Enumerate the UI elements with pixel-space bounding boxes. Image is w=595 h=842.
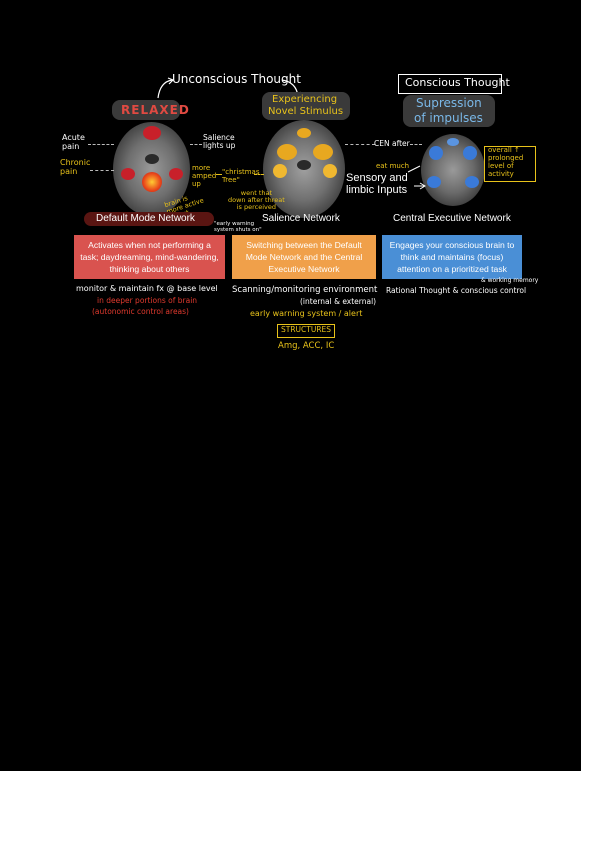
relaxed-label: RELAXED bbox=[121, 103, 190, 117]
conscious-thought-box bbox=[398, 74, 502, 94]
novel-stimulus-line1: Experiencing bbox=[272, 94, 338, 105]
sensory-arrows bbox=[407, 165, 426, 190]
sn-note-1: Scanning/monitoring environment bbox=[232, 285, 378, 295]
cen-label: Central Executive Network bbox=[393, 213, 511, 224]
salience-description-box: Switching between the Default Mode Netwo… bbox=[232, 235, 376, 279]
novel-stimulus-line2: Novel Stimulus bbox=[268, 106, 344, 117]
suppression-line1: Supression bbox=[416, 96, 482, 110]
sn-structures-label: STRUCTURES bbox=[281, 325, 332, 334]
novel-stimulus-highlight bbox=[262, 92, 350, 120]
cen-working-memory-note: & working memory bbox=[481, 277, 539, 284]
dmn-brain-scan bbox=[113, 122, 190, 216]
cen-after-label: CEN after bbox=[374, 139, 410, 148]
dmn-label-highlight bbox=[84, 212, 214, 226]
conscious-thought-title: Conscious Thought bbox=[405, 76, 510, 89]
cen-note-1: Rational Thought & conscious control bbox=[386, 286, 527, 295]
christmas-line-right bbox=[254, 174, 264, 175]
salience-label: Salience Network bbox=[262, 213, 340, 224]
cen-brain-scan bbox=[421, 134, 485, 206]
acute-pain-line bbox=[88, 144, 114, 145]
cen-description-box: Engages your conscious brain to think an… bbox=[382, 235, 522, 279]
salience-line-left bbox=[190, 144, 202, 145]
diagram-canvas: Unconscious Thought Conscious Thought RE… bbox=[0, 0, 581, 771]
dmn-note-3: (autonomic control areas) bbox=[92, 307, 189, 316]
dmn-note-2: in deeper portions of brain bbox=[97, 296, 198, 305]
salience-line-right bbox=[345, 144, 375, 145]
suppression-line2: of impulses bbox=[414, 111, 483, 125]
sn-structures-list: Amg, ACC, IC bbox=[278, 341, 335, 351]
chronic-pain-line bbox=[90, 170, 114, 171]
dmn-label: Default Mode Network bbox=[96, 213, 195, 224]
dmn-note-1: monitor & maintain fx @ base level bbox=[76, 284, 218, 293]
suppression-highlight bbox=[403, 95, 495, 127]
salience-brain-scan bbox=[263, 120, 345, 218]
overall-activity-box bbox=[484, 146, 536, 182]
eat-much-label: eat much bbox=[376, 162, 410, 170]
sn-structures-box bbox=[277, 324, 335, 338]
sn-note-2: (internal & external) bbox=[300, 297, 377, 306]
christmas-line-left bbox=[216, 174, 222, 175]
sn-note-3: early warning system / alert bbox=[250, 309, 363, 318]
relaxed-highlight bbox=[112, 100, 180, 120]
unconscious-thought-title: Unconscious Thought bbox=[172, 72, 301, 86]
cen-after-line bbox=[410, 144, 422, 145]
dmn-description-box: Activates when not performing a task; da… bbox=[74, 235, 225, 279]
